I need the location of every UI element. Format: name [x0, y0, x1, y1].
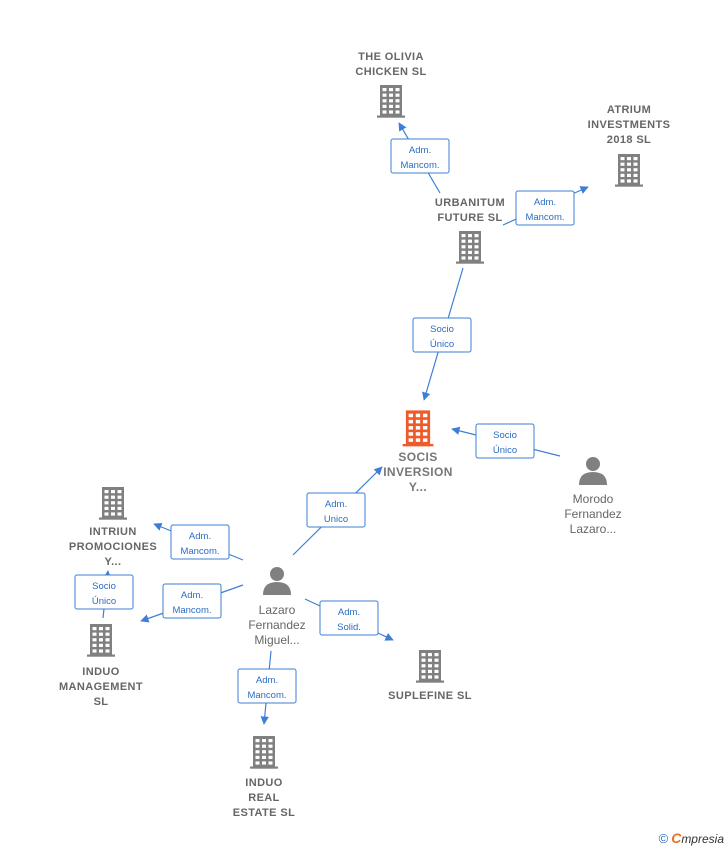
building-icon	[99, 487, 127, 520]
node-label: INVESTMENTS	[588, 119, 671, 131]
building-icon	[456, 231, 484, 264]
edge-label-text: Socio	[92, 581, 116, 592]
building-icon	[615, 154, 643, 187]
node-label: Fernandez	[248, 618, 305, 632]
edge-label-text: Mancom.	[180, 546, 219, 557]
edge-lazaro-to-socis: Adm. Unico	[292, 466, 383, 556]
edge-label-box	[162, 583, 222, 619]
edge-label-box	[475, 423, 535, 459]
edge-lazaro-to-induo_mgmt: Adm. Mancom.	[140, 583, 244, 623]
edge-label-text: Solid.	[337, 622, 361, 633]
edge-label-box	[515, 190, 575, 226]
edge-lazaro-to-intriun: Adm. Mancom.	[153, 522, 244, 561]
edge-label-text: Adm.	[325, 499, 347, 510]
node-label: Y...	[409, 480, 427, 494]
node-induo_re[interactable]: INDUO REAL ESTATE SL	[233, 736, 295, 819]
node-urbanitum[interactable]: URBANITUM FUTURE SL	[435, 197, 505, 264]
node-induo_mgmt[interactable]: INDUO MANAGEMENT SL	[59, 624, 143, 708]
edge-label-box	[319, 600, 379, 636]
edge-label-text: Adm.	[256, 675, 278, 686]
node-label: CHICKEN SL	[355, 66, 426, 78]
node-label: ATRIUM	[607, 104, 651, 116]
edge-label-text: Adm.	[409, 145, 431, 156]
edge-label-text: Mancom.	[400, 160, 439, 171]
edge-lazaro-to-induo_re: Adm. Mancom.	[237, 650, 297, 725]
node-label: INDUO	[82, 666, 119, 678]
building-icon	[250, 736, 278, 769]
edge-label-text: Socio	[493, 430, 517, 441]
edge-urbanitum-to-atrium: Adm. Mancom.	[502, 186, 589, 226]
node-label: INDUO	[245, 777, 282, 789]
node-label: ESTATE SL	[233, 807, 295, 819]
node-label: MANAGEMENT	[59, 681, 143, 693]
edge-label-text: Único	[493, 445, 517, 456]
edge-label-text: Mancom.	[172, 605, 211, 616]
building-icon	[402, 410, 434, 447]
footer-brand: ©Cmpresia	[659, 830, 724, 846]
building-icon	[87, 624, 115, 657]
node-morodo[interactable]: MorodoFernandezLazaro...	[564, 457, 622, 536]
edge-label-text: Único	[92, 596, 116, 607]
edge-lazaro-to-suplefine: Adm. Solid.	[304, 598, 394, 641]
node-label: Miguel...	[254, 633, 299, 647]
node-label: FUTURE SL	[437, 212, 502, 224]
person-icon	[263, 567, 291, 595]
edge-label-text: Adm.	[181, 590, 203, 601]
person-icon	[579, 457, 607, 485]
node-suplefine[interactable]: SUPLEFINE SL	[388, 650, 472, 702]
edge-label-box	[237, 668, 297, 704]
node-label: Y...	[105, 556, 122, 568]
edge-label-text: Mancom.	[525, 212, 564, 223]
node-intriun[interactable]: INTRIUN PROMOCIONES Y...	[69, 487, 157, 568]
edge-label-text: Socio	[430, 324, 454, 335]
node-label: Morodo	[573, 492, 614, 506]
edge-label-box	[390, 138, 450, 174]
edge-label-box	[170, 524, 230, 560]
edge-label-box	[412, 317, 472, 353]
node-label: SOCIS	[398, 450, 437, 464]
node-lazaro[interactable]: LazaroFernandezMiguel...	[248, 567, 306, 647]
edge-label-box	[74, 574, 134, 610]
node-socis[interactable]: SOCISINVERSIONY...	[383, 410, 453, 494]
edge-label-text: Adm.	[189, 531, 211, 542]
node-label: PROMOCIONES	[69, 541, 157, 553]
edge-label-text: Único	[430, 339, 454, 350]
node-label: Lazaro	[259, 603, 296, 617]
node-label: 2018 SL	[607, 134, 651, 146]
building-icon	[377, 85, 405, 118]
building-icon	[416, 650, 444, 683]
node-label: THE OLIVIA	[358, 51, 424, 63]
edge-label-box	[306, 492, 366, 528]
node-olivia[interactable]: THE OLIVIA CHICKEN SL	[355, 51, 426, 118]
node-label: Fernandez	[564, 507, 621, 521]
node-label: SL	[94, 696, 109, 708]
node-label: URBANITUM	[435, 197, 505, 209]
edge-label-text: Adm.	[534, 197, 556, 208]
node-label: REAL	[248, 792, 280, 804]
edge-label-text: Unico	[324, 514, 348, 525]
brand-initial: C	[671, 830, 682, 846]
node-atrium[interactable]: ATRIUM INVESTMENTS 2018 SL	[588, 104, 671, 187]
edge-label-text: Adm.	[338, 607, 360, 618]
copyright-icon: ©	[658, 831, 669, 846]
node-label: INTRIUN	[89, 526, 136, 538]
edge-urbanitum-to-olivia: Adm. Mancom.	[390, 122, 450, 194]
edge-label-text: Mancom.	[247, 690, 286, 701]
node-label: INVERSION	[383, 465, 453, 479]
brand-name: mpresia	[681, 832, 724, 846]
node-label: SUPLEFINE SL	[388, 690, 472, 702]
node-label: Lazaro...	[570, 522, 617, 536]
